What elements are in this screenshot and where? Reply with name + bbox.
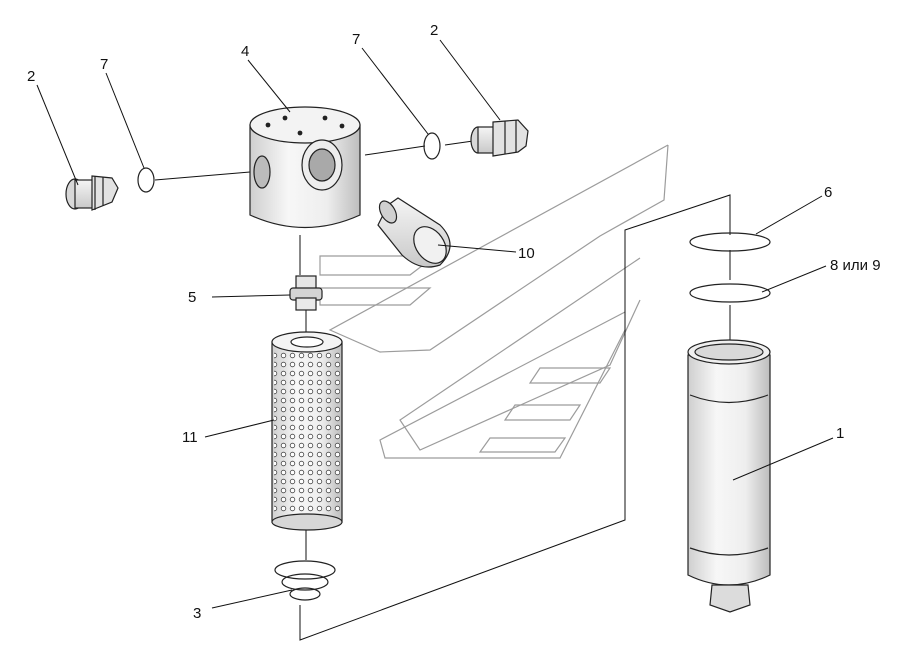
leader-2-left <box>36 84 79 186</box>
leader-11 <box>204 419 275 438</box>
part-2-right-fitting <box>470 119 529 157</box>
watermark-logo <box>319 144 669 459</box>
callout-8-or-9: 8 или 9 <box>830 257 881 274</box>
leader-6 <box>755 195 823 235</box>
part-7-right-oring <box>423 132 441 160</box>
callout-labels: 2 7 4 7 2 10 5 11 3 6 8 или 9 1 <box>27 22 881 622</box>
callout-3: 3 <box>193 605 201 622</box>
part-8-or-9-ring <box>689 283 771 303</box>
part-3-spring <box>274 560 336 601</box>
leader-1 <box>732 437 834 481</box>
callout-6: 6 <box>824 184 832 201</box>
leader-2-right <box>439 39 501 121</box>
leader-8-or-9 <box>761 265 827 293</box>
leader-lines <box>36 39 834 609</box>
leader-5 <box>211 294 291 298</box>
leader-10 <box>437 244 517 253</box>
part-2-left-fitting <box>65 175 119 211</box>
assembly-axis-lines <box>154 139 731 641</box>
callout-11: 11 <box>182 429 198 446</box>
axis-line <box>154 171 251 181</box>
callout-1: 1 <box>836 425 844 442</box>
part-5-fitting <box>289 275 323 311</box>
part-11-filter-element <box>271 331 343 531</box>
callout-7-right: 7 <box>352 31 360 48</box>
part-10-valve <box>377 197 451 268</box>
part-6-seal-ring <box>689 232 771 252</box>
part-7-left-oring <box>137 167 155 193</box>
leader-4 <box>247 59 291 113</box>
callout-5: 5 <box>188 289 196 306</box>
leader-7-right <box>361 47 429 135</box>
axis-line <box>364 145 426 156</box>
part-4-housing <box>249 106 361 228</box>
leader-7-left <box>105 72 145 169</box>
callout-7-left: 7 <box>100 56 108 73</box>
callout-2-left: 2 <box>27 68 35 85</box>
callout-10: 10 <box>518 245 535 262</box>
leader-3 <box>211 589 293 609</box>
part-1-bowl <box>687 339 771 613</box>
callout-2-right: 2 <box>430 22 438 39</box>
callout-4: 4 <box>241 43 249 60</box>
routing-line <box>299 194 731 641</box>
